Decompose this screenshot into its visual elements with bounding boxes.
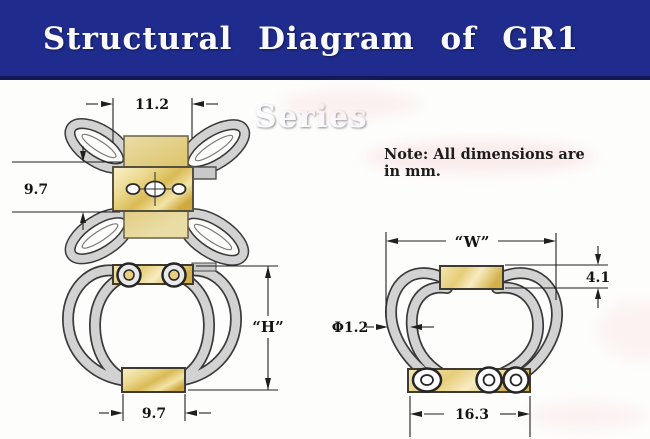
title-banner: Structural Diagram of GR1 Series: [0, 0, 650, 135]
dim-label-wire-diameter: Φ1.2: [332, 320, 369, 336]
dim-label-side-bar-thickness: 4.1: [586, 270, 610, 286]
bolt-hole-left: [125, 183, 141, 195]
dimension-front-base: 9.7: [99, 394, 211, 422]
front-wire-loop-right-fill: [170, 266, 241, 386]
page-title: Structural Diagram of GR1 Series: [42, 21, 580, 135]
watermark-blobs: [280, 90, 650, 430]
mounting-tab: [191, 166, 217, 180]
front-wire-loop-left-fill: [63, 266, 134, 386]
dim-label-front-base: 9.7: [142, 406, 166, 422]
side-wire-outer-left-fill: [386, 268, 446, 380]
side-wire-outer-right-fill: [497, 268, 562, 381]
units-note: Note: All dimensions are in mm.: [384, 146, 585, 180]
dim-label-front-height: “H”: [252, 318, 283, 336]
side-view-diagram: “W” 4.1 Φ1.2 16.3: [332, 232, 610, 437]
side-wire-end-middle-hole: [482, 373, 496, 387]
crosshair-icon: [139, 172, 171, 206]
dim-label-side-width: “W”: [455, 233, 490, 251]
front-bottom-bar: [121, 367, 186, 393]
dimension-wire-diameter: Φ1.2: [332, 320, 434, 336]
front-back-plate: [191, 262, 217, 272]
side-wire-end-left-hole: [420, 374, 434, 386]
dim-label-top-height: 9.7: [24, 182, 48, 198]
side-wire-end-right-hole: [509, 373, 523, 387]
dimension-top-width: 11.2: [86, 97, 218, 142]
front-wire-end-right-hole: [168, 269, 180, 281]
dimension-side-width: “W”: [385, 232, 557, 317]
dimension-front-height: “H”: [188, 265, 284, 391]
side-top-bar: [439, 265, 504, 290]
dim-label-side-base: 16.3: [455, 407, 489, 423]
dimension-side-base: 16.3: [409, 396, 531, 437]
dimension-side-bar-thickness: 4.1: [505, 246, 610, 308]
front-wire-end-left-hole: [123, 269, 135, 281]
bolt-hole-right: [171, 183, 187, 195]
front-view-diagram: “H” 9.7: [62, 262, 284, 422]
dimension-top-height: 9.7: [12, 146, 122, 230]
top-view-diagram: 11.2 9.7: [12, 97, 251, 266]
dim-label-top-width: 11.2: [135, 97, 169, 113]
